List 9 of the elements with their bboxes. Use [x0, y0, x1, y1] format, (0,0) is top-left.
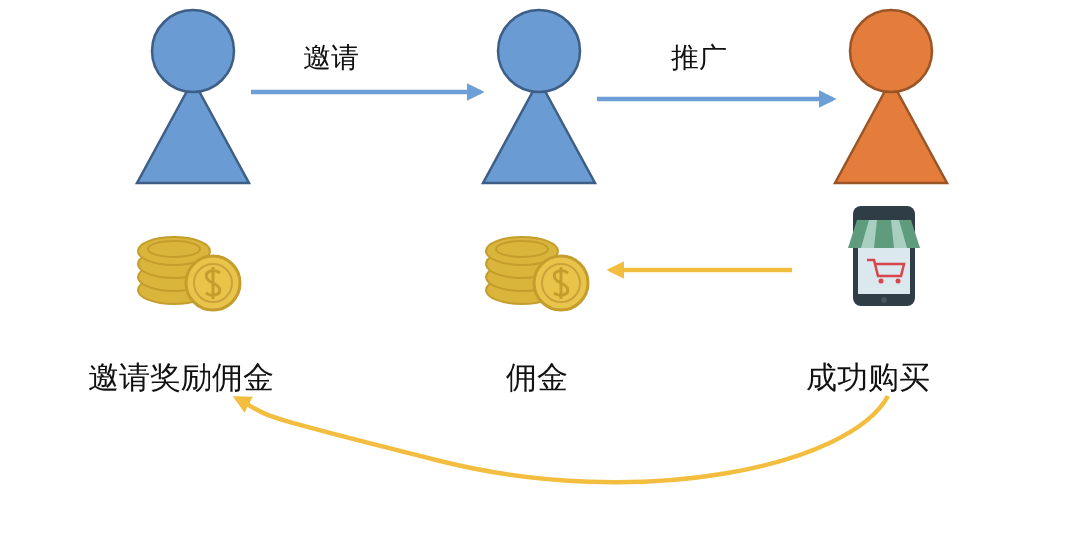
- arrow: [597, 90, 837, 108]
- caption-text: 邀请奖励佣金: [88, 362, 274, 393]
- caption-text: 成功购买: [806, 362, 930, 393]
- arrow: [606, 261, 792, 279]
- caption-text: 佣金: [506, 362, 568, 393]
- edge-label: 推广: [671, 44, 727, 72]
- arrow: [251, 83, 485, 101]
- arrow: [232, 394, 890, 485]
- edge-label: 邀请: [303, 44, 359, 72]
